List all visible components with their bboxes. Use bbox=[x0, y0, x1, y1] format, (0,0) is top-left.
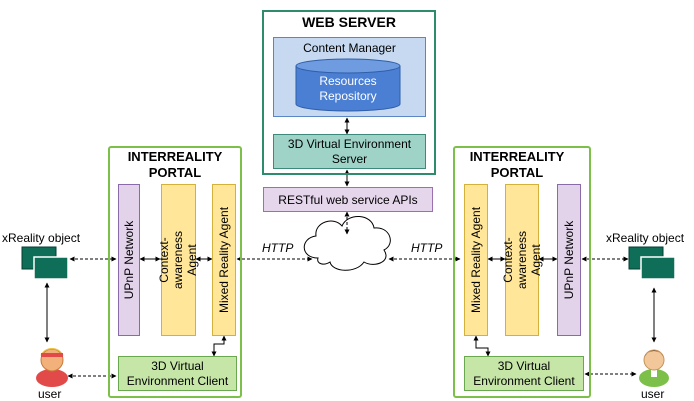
http-left-label: HTTP bbox=[262, 241, 294, 255]
internet-cloud bbox=[303, 216, 391, 271]
http-right-label: HTTP bbox=[411, 241, 443, 255]
restful-api-box: RESTful web service APIs bbox=[263, 187, 433, 212]
left-xreality-label: xReality object bbox=[2, 231, 81, 245]
left-portal-container bbox=[108, 146, 242, 398]
left-user-label: user bbox=[38, 387, 62, 401]
resources-repository-label: Resources Repository bbox=[319, 74, 377, 103]
right-xreality-label: xReality object bbox=[606, 231, 685, 245]
database-icon bbox=[295, 66, 401, 112]
right-user-label: user bbox=[641, 387, 665, 401]
content-manager-label: Content Manager bbox=[303, 41, 396, 55]
left-upnp-network: UPnP Network bbox=[118, 184, 140, 336]
left-vr-client: 3D Virtual Environment Client bbox=[118, 356, 237, 391]
right-context-agent: Context-awareness Agent bbox=[501, 184, 543, 336]
vr-server-box: 3D Virtual Environment Server bbox=[273, 134, 426, 169]
web-server-container bbox=[262, 10, 436, 175]
right-vr-client: 3D Virtual Environment Client bbox=[464, 356, 584, 391]
right-upnp-network: UPnP Network bbox=[557, 184, 581, 336]
arrow-right-mixed-client bbox=[473, 335, 491, 357]
arrow-left-mixed-client bbox=[211, 335, 227, 357]
database-top bbox=[295, 58, 401, 74]
right-portal-title: INTERREALITY PORTAL bbox=[469, 149, 565, 180]
left-portal-title: INTERREALITY PORTAL bbox=[127, 149, 223, 180]
web-server-title: WEB SERVER bbox=[302, 14, 396, 30]
left-mixed-agent: Mixed Reality Agent bbox=[212, 184, 236, 336]
right-mixed-agent: Mixed Reality Agent bbox=[464, 184, 488, 336]
right-portal-container bbox=[453, 146, 591, 398]
left-context-agent: Context-awareness Agent bbox=[158, 184, 200, 336]
